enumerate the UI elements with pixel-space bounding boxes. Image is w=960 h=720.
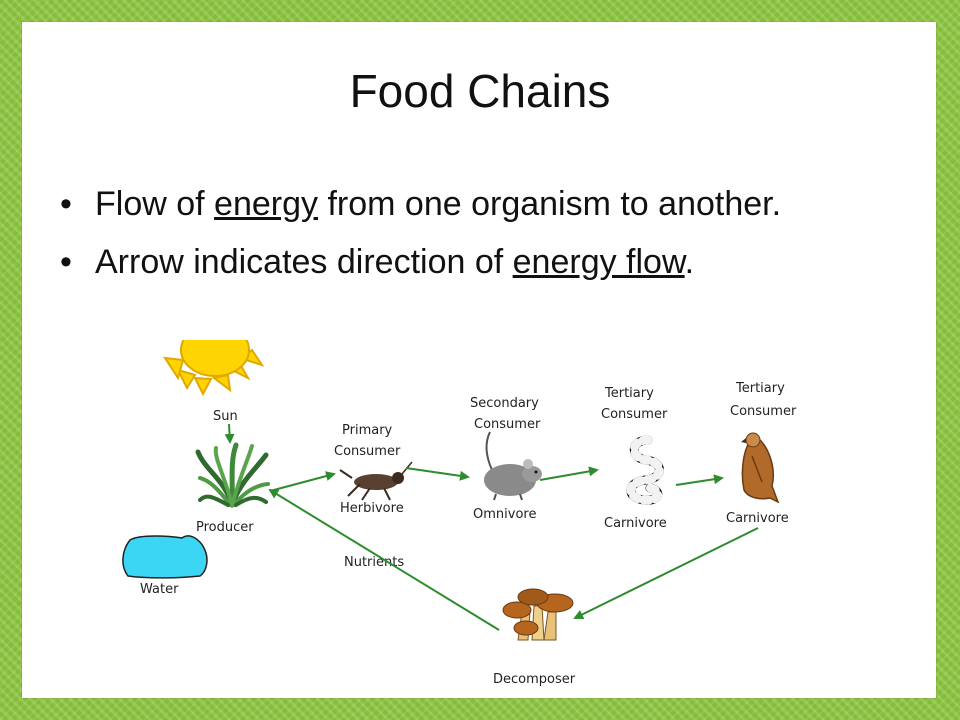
arrow-sun-to-producer bbox=[224, 423, 235, 444]
tertiary-consumer-a-label-line1: Tertiary bbox=[604, 386, 654, 401]
tertiary-consumer-b-label-line2: Consumer bbox=[730, 404, 797, 419]
bullet-text-after: from one organism to another. bbox=[318, 185, 782, 223]
tertiary-consumer-b-label-line1: Tertiary bbox=[735, 381, 785, 396]
tertiary-consumer-a-label-line2: Consumer bbox=[601, 407, 668, 422]
primary-consumer-label-line1: Primary bbox=[342, 423, 393, 438]
bullet-text-after: . bbox=[684, 243, 695, 281]
grass-icon bbox=[195, 442, 270, 508]
omnivore-label: Omnivore bbox=[473, 507, 536, 522]
decomposer-label: Decomposer bbox=[493, 672, 576, 687]
bullet-text-before: Arrow indicates direction of bbox=[95, 243, 513, 281]
cricket-icon bbox=[339, 461, 413, 501]
sun-label: Sun bbox=[213, 409, 238, 424]
carnivore-a-label: Carnivore bbox=[604, 516, 667, 531]
sun-icon bbox=[163, 340, 265, 397]
secondary-consumer-label-line1: Secondary bbox=[470, 396, 539, 411]
mushroom-icon bbox=[502, 588, 574, 641]
arrow-decomposer-to-producer bbox=[268, 488, 500, 631]
hawk-icon bbox=[741, 432, 780, 504]
secondary-consumer-label-line2: Consumer bbox=[474, 417, 541, 432]
producer-label: Producer bbox=[196, 520, 254, 535]
bullet-underlined-term: energy bbox=[214, 185, 319, 223]
carnivore-b-label: Carnivore bbox=[726, 511, 789, 526]
bullet-dot: • bbox=[60, 185, 72, 223]
snake-icon bbox=[626, 435, 664, 505]
bullet-text-before: Flow of bbox=[95, 185, 215, 223]
water-label: Water bbox=[140, 582, 179, 597]
water-icon bbox=[122, 535, 208, 579]
arrow-primary-to-secondary bbox=[405, 467, 470, 481]
bullet-item: • Flow of energy from one organism to an… bbox=[60, 180, 880, 228]
slide-title: Food Chains bbox=[349, 65, 611, 117]
bullet-list: • Flow of energy from one organism to an… bbox=[60, 180, 880, 296]
bullet-dot: • bbox=[60, 243, 72, 281]
nutrients-label: Nutrients bbox=[344, 555, 404, 570]
herbivore-label: Herbivore bbox=[340, 501, 404, 516]
rat-icon bbox=[484, 431, 542, 501]
arrow-secondary-to-tertiary-a bbox=[539, 466, 599, 481]
primary-consumer-label-line2: Consumer bbox=[334, 444, 401, 459]
arrow-tertiary-a-to-tertiary-b bbox=[675, 474, 724, 486]
arrow-tertiary-b-to-decomposer bbox=[573, 527, 759, 619]
bullet-item: • Arrow indicates direction of energy fl… bbox=[60, 238, 880, 286]
arrow-producer-to-primary bbox=[269, 471, 336, 492]
bullet-underlined-term: energy flow bbox=[512, 243, 685, 281]
